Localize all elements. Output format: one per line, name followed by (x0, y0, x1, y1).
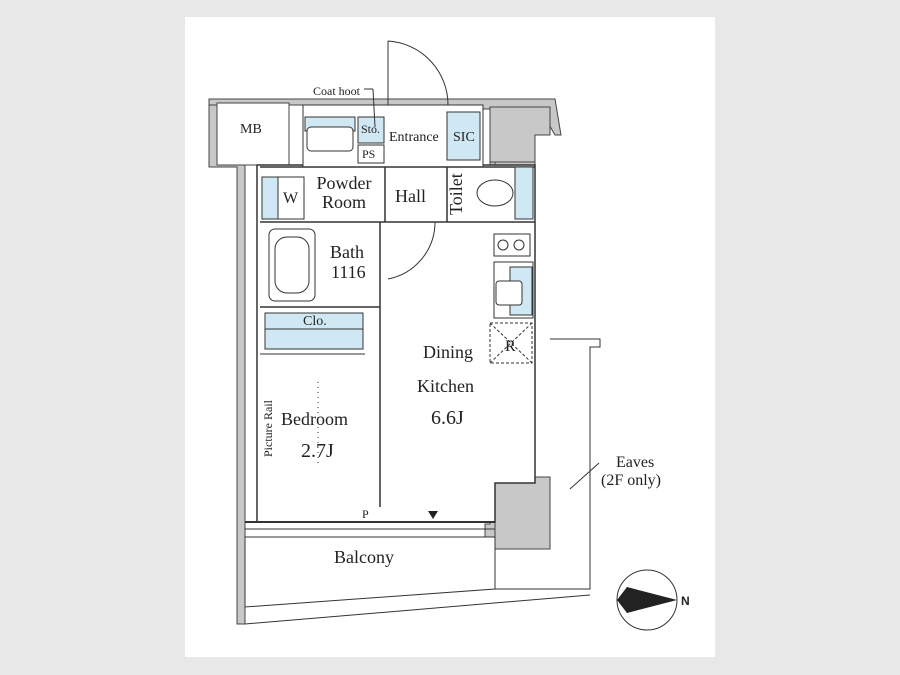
stove (493, 233, 531, 257)
interior-floor (256, 164, 536, 523)
floor-plan-drawing (208, 40, 678, 631)
bathtub-inner (274, 236, 310, 294)
sic-area (446, 111, 481, 161)
bedroom-size: 2.7J (301, 440, 334, 462)
washer-blue (261, 176, 279, 220)
ps-box (357, 144, 385, 164)
hall-label: Hall (395, 186, 426, 206)
eaves-note-label: (2F only) (601, 472, 661, 489)
vanity-sink (306, 126, 354, 152)
bath-size-label: 1116 (331, 262, 366, 282)
fridge-box (489, 322, 533, 364)
ps-label: PS (362, 147, 376, 161)
fridge-label: R (505, 338, 516, 355)
powder-room-line2: Room (321, 192, 366, 212)
closet-label: Clo. (303, 314, 327, 329)
bath-label: Bath (330, 242, 364, 262)
kitchen-sink (495, 280, 523, 306)
left-wall (208, 104, 246, 625)
floor-plan-sheet: MB Coat hoot Sto. PS Entrance SIC W Powd… (185, 17, 715, 657)
hall-door (387, 221, 436, 280)
sic-label: SIC (453, 130, 475, 145)
bedroom-label: Bedroom (281, 409, 348, 429)
entrance-door (387, 40, 449, 106)
mb-box (216, 102, 290, 166)
compass-needle (617, 600, 677, 613)
storage-label: Sto. (361, 122, 381, 136)
entrance-label: Entrance (389, 130, 439, 145)
mb-label: MB (240, 122, 262, 137)
storage-box (357, 116, 385, 144)
compass-north-label: N (681, 594, 690, 608)
washer-label: W (283, 190, 299, 207)
dining-label: Dining (423, 342, 474, 362)
kitchen-label: Kitchen (417, 376, 474, 396)
right-wall (489, 106, 551, 163)
picture-rail-label: Picture Rail (261, 400, 275, 457)
eaves-outline (495, 338, 601, 590)
balcony-label: Balcony (334, 547, 394, 567)
closet (264, 312, 364, 350)
toilet-bowl (476, 179, 514, 207)
eaves-label: Eaves (616, 454, 655, 471)
toilet-tank-blue (514, 166, 534, 220)
toilet-label: Toilet (446, 173, 466, 215)
dining-kitchen-size: 6.6J (431, 407, 464, 429)
window-marker (428, 511, 438, 519)
coat-hook-label: Coat hoot (313, 84, 360, 98)
powder-room-line1: Powder (316, 173, 372, 193)
p-label: P (362, 507, 369, 521)
